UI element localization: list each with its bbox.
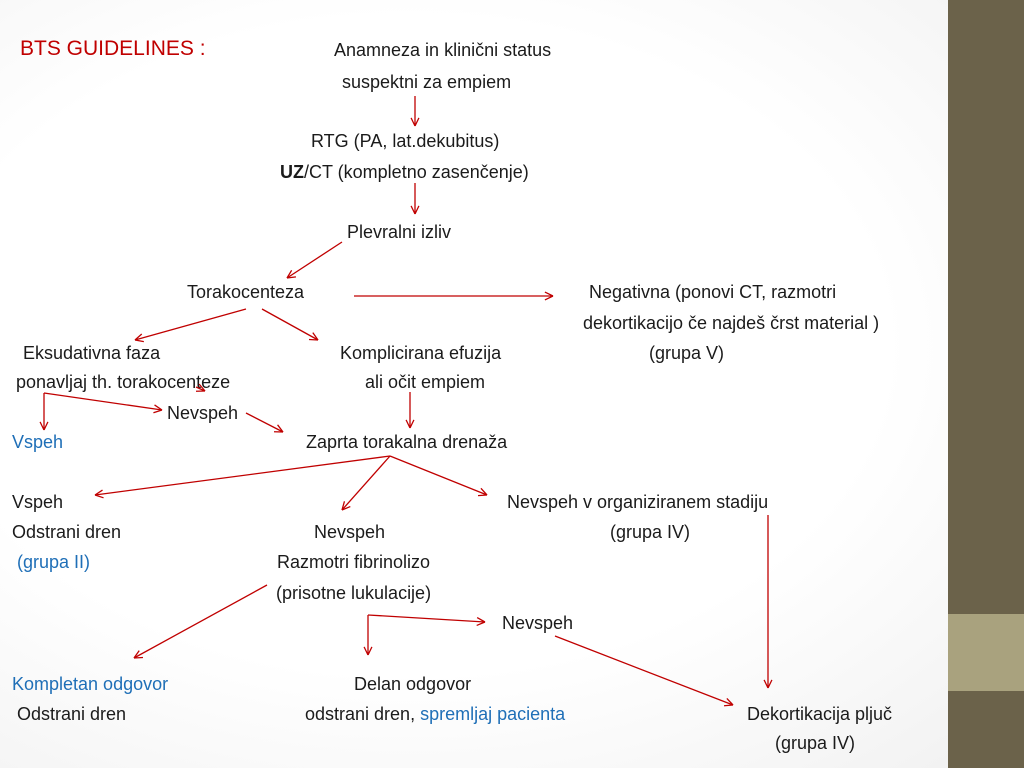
node-negativna-line3: (grupa V)	[649, 343, 725, 363]
arrow-plevralni-torakocenteza	[286, 241, 343, 279]
node-zaprta-drenaza: Zaprta torakalna drenaža	[306, 432, 508, 452]
node-organiziranem-stadiju: Nevspeh v organiziranem stadiju	[507, 492, 769, 512]
node-uz-ct: UZ/CT (kompletno zasenčenje)	[280, 161, 529, 183]
arrow-organiziranem-dekortikacija	[763, 515, 773, 689]
arrow-ponavljaj-vspeh	[39, 393, 49, 431]
node-nevspeh-2: Nevspeh	[314, 522, 386, 542]
node-delan-odgovor: Delan odgovor	[354, 674, 472, 694]
node-negativna-line2: dekortikacijo če najdeš črst material )	[583, 313, 880, 333]
uz-label: UZ	[280, 162, 304, 182]
node-grupa-iv-1: (grupa IV)	[610, 522, 691, 542]
node-nevspeh-3: Nevspeh	[502, 613, 574, 633]
node-vspeh-2: Vspeh	[12, 492, 64, 512]
node-rtg: RTG (PA, lat.dekubitus)	[311, 131, 500, 151]
spremljaj-pacienta: spremljaj pacienta	[420, 704, 566, 724]
node-torakocenteza: Torakocenteza	[187, 282, 305, 302]
node-plevralni-izliv: Plevralni izliv	[347, 222, 452, 242]
node-ocit-empiem: ali očit empiem	[365, 372, 486, 392]
node-lukulacije: (prisotne lukulacije)	[276, 583, 432, 603]
flow-arrows	[39, 96, 773, 707]
arrow-ponavljaj-nevspeh	[43, 392, 163, 414]
arrow-torakocenteza-negativna	[354, 291, 554, 301]
arrow-nevspeh-dekortikacija	[554, 635, 734, 707]
arrow-nevspeh-zaprta	[245, 412, 284, 433]
arrow-zaprta-vspeh	[94, 455, 391, 499]
node-kompletan-odgovor: Kompletan odgovor	[12, 674, 169, 694]
node-ponavljaj: ponavljaj th. torakocenteze	[16, 372, 231, 392]
arrow-torakocenteza-eksudativna	[134, 308, 247, 343]
arrow-ct-plevralni	[410, 183, 420, 215]
node-odstrani-dren-1: Odstrani dren	[12, 522, 122, 542]
node-odstrani-spremljaj: odstrani dren, spremljaj pacienta	[305, 703, 565, 725]
arrow-fibrinolizo-nevspeh	[367, 614, 486, 627]
node-grupa-iv-2: (grupa IV)	[775, 733, 856, 753]
sidebar-accent-block	[948, 614, 1024, 691]
node-suspektni: suspektni za empiem	[342, 72, 512, 92]
arrow-torakocenteza-komplicirana	[261, 308, 319, 341]
node-nevspeh-1: Nevspeh	[167, 403, 239, 423]
slide: BTS GUIDELINES : Anamneza in klinični st…	[12, 37, 893, 754]
node-eksudativna-faza: Eksudativna faza	[23, 343, 161, 363]
node-grupa-ii: (grupa II)	[17, 552, 91, 572]
node-negativna-line1: Negativna (ponovi CT, razmotri	[589, 282, 837, 302]
node-anamneza: Anamneza in klinični status	[334, 40, 552, 60]
arrow-fibrinolizo-delan	[363, 615, 373, 656]
arrow-fibrinolizo-kompletan	[133, 584, 268, 659]
node-dekortikacija: Dekortikacija pljuč	[747, 704, 893, 724]
arrow-zaprta-nevspeh	[341, 455, 391, 511]
slide-title: BTS GUIDELINES :	[20, 37, 206, 60]
arrow-zaprta-organiziranem	[389, 455, 488, 497]
arrow-ponavljaj-loop	[195, 383, 206, 392]
node-odstrani-dren-2: Odstrani dren	[17, 704, 127, 724]
node-fibrinolizo: Razmotri fibrinolizo	[277, 552, 431, 572]
ct-label: /CT (kompletno zasenčenje)	[304, 162, 529, 182]
odstrani-dren-3: odstrani dren,	[305, 704, 416, 724]
node-komplicirana-efuzija: Komplicirana efuzija	[340, 343, 502, 363]
arrow-empiem-zaprta	[405, 392, 415, 429]
node-vspeh-blue: Vspeh	[12, 432, 64, 452]
arrow-anamneza-rtg	[410, 96, 420, 127]
